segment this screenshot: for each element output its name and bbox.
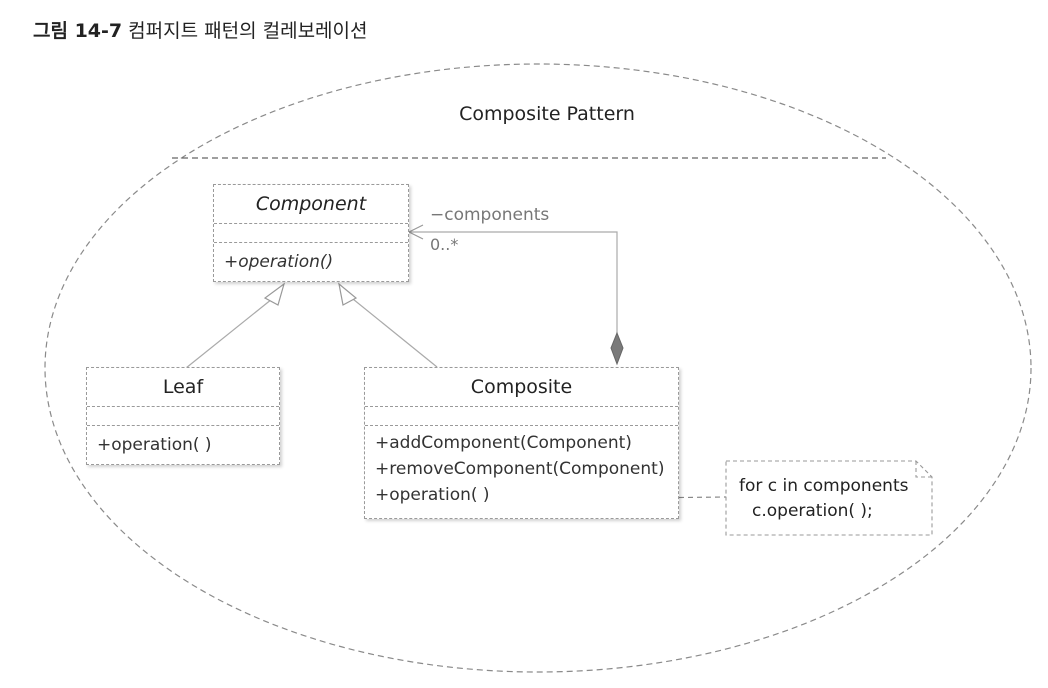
operation-item: +removeComponent(Component)	[375, 459, 665, 479]
class-composite-operations: +addComponent(Component) +removeComponen…	[365, 425, 678, 508]
composition-association-line	[410, 231, 618, 335]
class-composite-name: Composite	[470, 376, 573, 398]
operation-item: +operation( )	[97, 435, 212, 455]
class-component-operations: +operation()	[214, 242, 408, 275]
class-composite-attributes	[365, 406, 678, 425]
composite-generalization-line	[347, 294, 438, 368]
class-component-name: Component	[255, 193, 367, 215]
class-composite: Composite +addComponent(Component) +remo…	[364, 367, 679, 519]
operation-item: +addComponent(Component)	[375, 433, 632, 453]
note-shape	[725, 460, 933, 536]
leaf-generalization-line	[185, 294, 278, 369]
figure-caption: 그림 14-7 컴퍼지트 패턴의 컬레보레이션	[33, 16, 368, 43]
collaboration-name: Composite Pattern	[459, 103, 635, 125]
note-fold	[915, 461, 932, 478]
class-leaf-attributes	[87, 406, 279, 425]
figure-title: 컴퍼지트 패턴의 컬레보레이션	[128, 20, 368, 42]
collaboration-ellipse	[44, 63, 1032, 673]
composition-diamond	[610, 331, 624, 366]
note-line: c.operation( );	[752, 501, 873, 521]
note-connector-line	[633, 496, 727, 499]
class-component-attributes	[214, 223, 408, 242]
class-leaf-name: Leaf	[162, 376, 204, 398]
operation-item: +operation( )	[375, 485, 490, 505]
leaf-generalization-arrowhead	[263, 282, 286, 306]
class-component: Component +operation()	[213, 184, 409, 282]
association-multiplicity-label: 0..*	[430, 235, 459, 254]
association-role-label: −components	[430, 205, 550, 225]
association-open-arrow	[407, 224, 424, 240]
note-line: for c in components	[739, 476, 909, 496]
operation-item: +operation()	[224, 252, 334, 272]
class-leaf-operations: +operation( )	[87, 425, 279, 458]
figure-number: 그림 14-7	[33, 20, 123, 42]
composite-generalization-arrowhead	[338, 282, 358, 306]
class-leaf: Leaf +operation( )	[86, 367, 280, 465]
note-text: for c in components c.operation( );	[739, 474, 908, 524]
